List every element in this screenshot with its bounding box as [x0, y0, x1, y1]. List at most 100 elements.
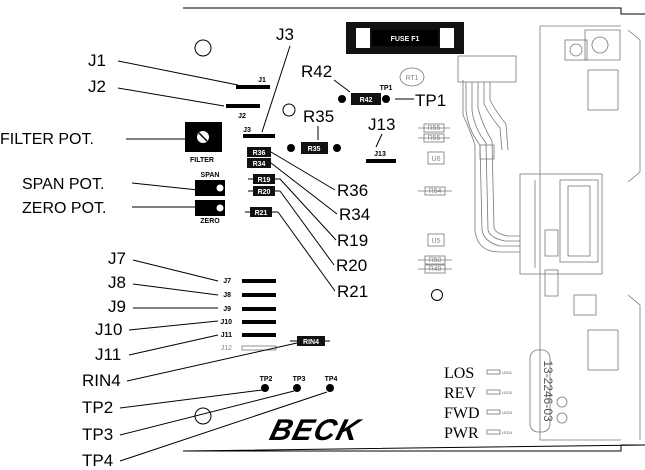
- callout-r20: R20: [336, 256, 367, 275]
- callout-j10: J10: [95, 320, 122, 339]
- led2-label: LED2: [502, 390, 513, 395]
- r35-board-label: R35: [308, 146, 321, 153]
- callout-rin4: RIN4: [82, 371, 121, 390]
- r36-board-label: R36: [253, 150, 266, 157]
- led3-label: LED3: [502, 410, 513, 415]
- j10-board-label: J10: [220, 319, 232, 326]
- r21-board-label: R21: [255, 210, 268, 217]
- u5-board-label: U5: [432, 238, 441, 245]
- callout-r21: R21: [337, 282, 368, 301]
- mounting-hole: [194, 407, 212, 425]
- tp2-board-label: TP2: [260, 376, 273, 383]
- j1-board-label: J1: [258, 77, 266, 84]
- u6-board-label: U6: [432, 156, 441, 163]
- callout-r35: R35: [303, 107, 334, 126]
- r34-component: [247, 158, 271, 168]
- filter-board-label: FILTER: [190, 157, 214, 164]
- fwd-label: FWD: [444, 405, 480, 422]
- rt1-label: RT1: [405, 75, 418, 82]
- j2-board-label: J2: [238, 113, 246, 120]
- r19-component: [253, 174, 275, 184]
- r20-board-label: R20: [258, 189, 271, 196]
- callout-zero-pot: ZERO POT.: [22, 200, 106, 217]
- fuse-f1: FUSE F1: [346, 22, 464, 54]
- r55-component: [418, 133, 450, 143]
- r20-component: [253, 186, 275, 196]
- r34-board-label: R34: [253, 161, 266, 168]
- los-label: LOS: [444, 365, 474, 382]
- beck-logo: BECK: [266, 413, 365, 446]
- led-row-rev: REV LED2: [444, 385, 513, 402]
- callout-r19: R19: [337, 231, 368, 250]
- zero-board-label: ZERO: [200, 218, 220, 225]
- j13-board-label: J13: [374, 151, 386, 158]
- r50-component: [418, 255, 452, 265]
- led-row-pwr: PWR LED4: [444, 425, 513, 442]
- r35-component: R35: [287, 142, 341, 154]
- callout-j1: J1: [88, 51, 106, 70]
- j11-board-label: J11: [221, 332, 232, 339]
- callout-r42: R42: [301, 62, 332, 81]
- callout-j2: J2: [88, 77, 106, 96]
- r54-component: [418, 186, 452, 196]
- r49-board-label: R49: [429, 266, 442, 273]
- r50-board-label: R50: [429, 257, 442, 264]
- span-pot: [195, 180, 225, 196]
- r21-component: [250, 207, 272, 217]
- j9-jumper: [242, 307, 276, 311]
- r42-component: R42: [338, 93, 390, 105]
- tp1-board-label: TP1: [380, 85, 393, 92]
- j1-jumper: [236, 85, 270, 89]
- callout-j8: J8: [108, 273, 126, 292]
- r54-board-label: R54: [429, 188, 442, 195]
- callout-tp4: TP4: [82, 451, 113, 470]
- mounting-hole: [556, 412, 568, 424]
- span-board-label: SPAN: [201, 172, 220, 179]
- j9-board-label: J9: [223, 306, 231, 313]
- r19-board-label: R19: [258, 177, 271, 184]
- j8-jumper: [242, 293, 276, 297]
- relay-section: [539, 25, 641, 441]
- pwr-label: PWR: [444, 425, 479, 442]
- tp3-testpoint: [293, 384, 301, 392]
- r36-component: [247, 147, 271, 157]
- callout-tp1: TP1: [415, 91, 446, 110]
- u6-chip: [427, 151, 445, 165]
- callout-tp3: TP3: [82, 425, 113, 444]
- j3-board-label: J3: [243, 127, 251, 134]
- led1-label: LED1: [502, 370, 513, 375]
- callout-j7: J7: [108, 249, 126, 268]
- rt1-thermistor: [399, 67, 425, 87]
- fuse-label: FUSE F1: [391, 36, 420, 43]
- part-number-text: 13-2246-03: [541, 360, 555, 422]
- rev-label: REV: [444, 385, 476, 402]
- part-number-label: 13-2246-03: [529, 349, 555, 433]
- zero-pot: [195, 200, 225, 216]
- transformer: [519, 173, 603, 275]
- callout-r36: R36: [337, 181, 368, 200]
- wire-harness: [457, 55, 520, 253]
- led-row-fwd: FWD LED3: [444, 405, 513, 422]
- tp4-board-label: TP4: [325, 376, 338, 383]
- mounting-hole: [282, 103, 296, 117]
- led-row-los: LOS LED1: [444, 365, 513, 382]
- callout-j9: J9: [108, 297, 126, 316]
- j12-board-label: J12: [221, 345, 232, 352]
- callout-span-pot: SPAN POT.: [22, 176, 104, 193]
- r49-component: [418, 264, 452, 274]
- r55-board-label: R55: [428, 135, 441, 142]
- r56-component: [418, 123, 450, 133]
- callout-filter-pot: FILTER POT.: [0, 131, 94, 148]
- j3-jumper: [243, 134, 275, 138]
- filter-pot: [185, 122, 222, 152]
- led4-label: LED4: [502, 430, 513, 435]
- j10-jumper: [242, 320, 276, 324]
- callout-j3: J3: [276, 25, 294, 44]
- j13-jumper: [366, 159, 396, 163]
- mounting-hole: [194, 39, 212, 57]
- tp2-testpoint: [261, 384, 269, 392]
- mounting-hole: [556, 396, 568, 408]
- callout-tp2: TP2: [82, 398, 113, 417]
- mounting-hole: [431, 289, 443, 301]
- callout-r34: R34: [339, 205, 370, 224]
